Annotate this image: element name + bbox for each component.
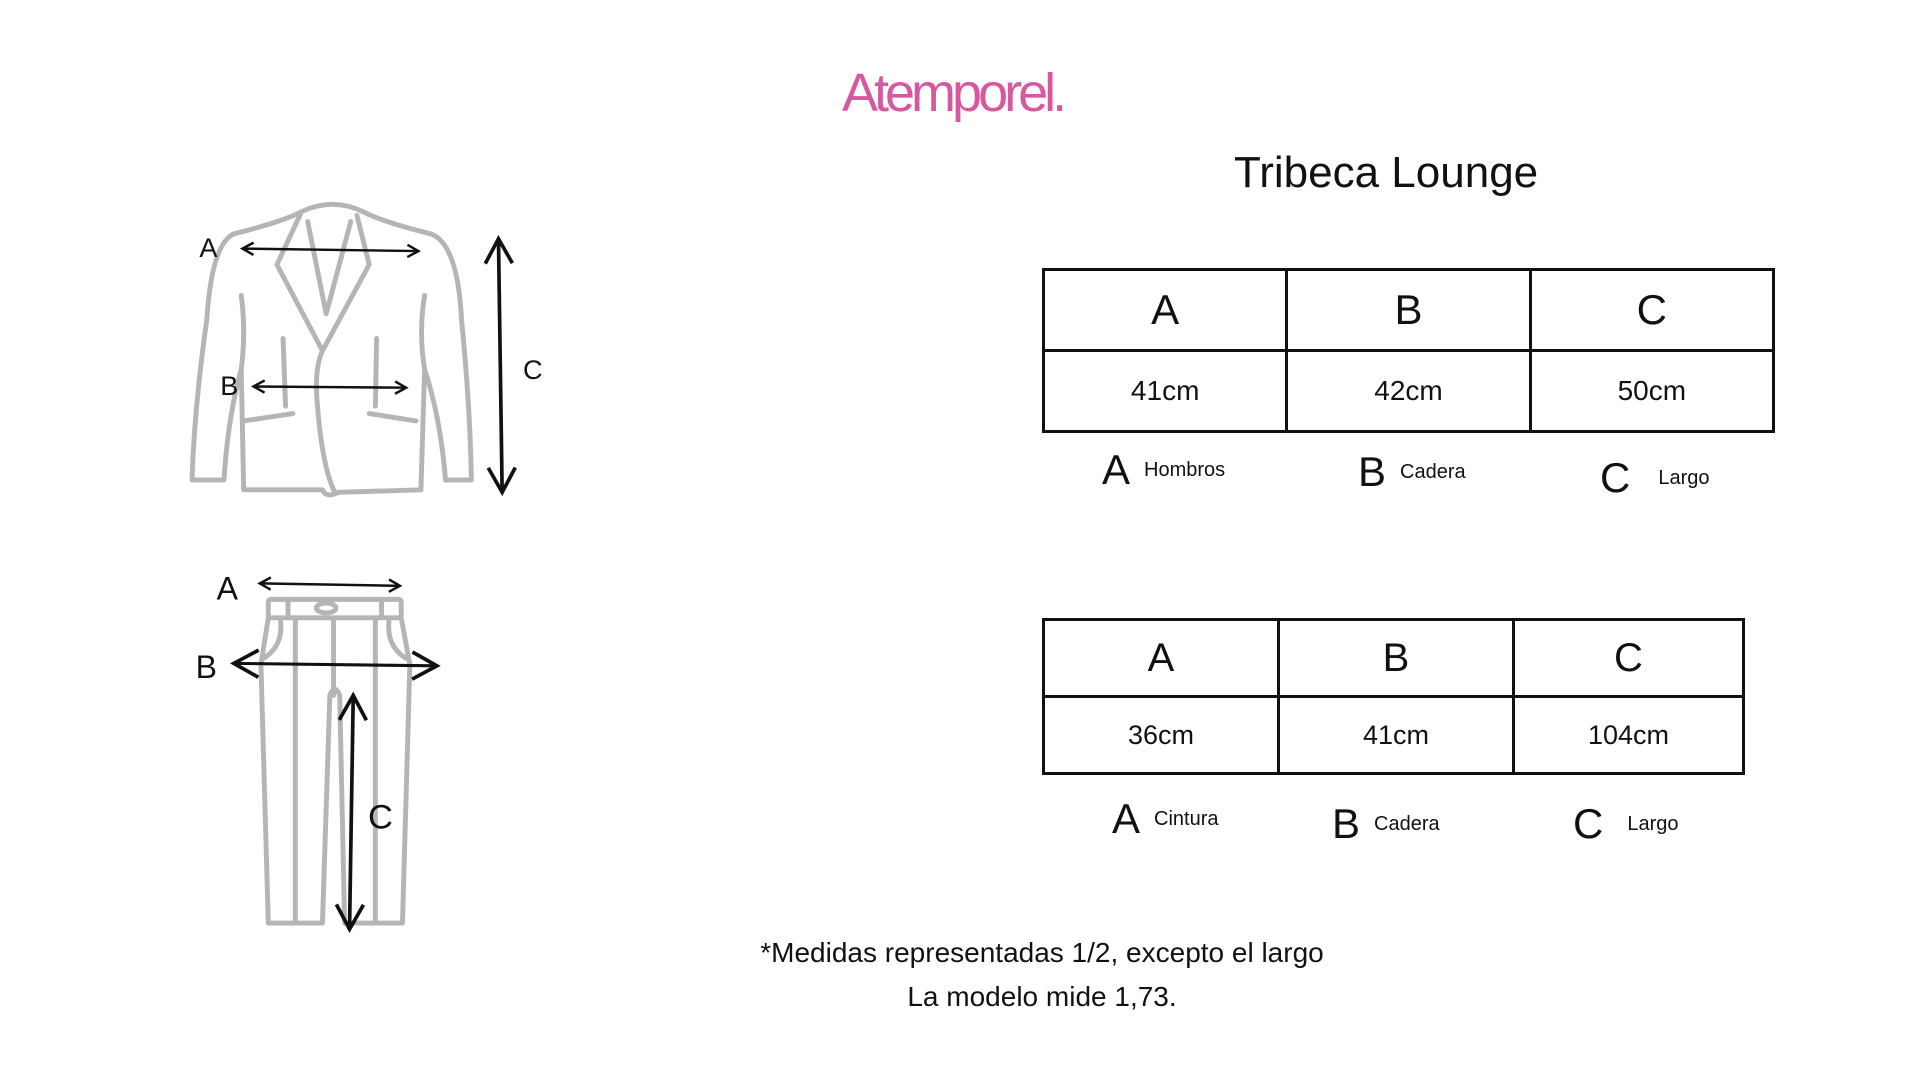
jacket-legend-c: C Largo: [1600, 454, 1710, 502]
jacket-illustration: [189, 201, 474, 498]
jacket-label-b: B: [220, 370, 238, 401]
legend-letter: C: [1600, 454, 1631, 501]
jacket-legend-a: A Hombros: [1102, 446, 1225, 494]
pants-header-a: A: [1042, 618, 1280, 698]
jacket-legend-b: B Cadera: [1358, 448, 1466, 496]
jacket-measure-arrows: [242, 234, 517, 497]
legend-letter: B: [1358, 448, 1387, 495]
pants-label-b: B: [196, 649, 217, 685]
pants-label-a: A: [217, 570, 239, 606]
legend-text: Largo: [1658, 466, 1710, 489]
legend-text: Largo: [1627, 812, 1679, 835]
jacket-header-a: A: [1041, 268, 1289, 352]
pants-value-b: 41cm: [1277, 695, 1515, 775]
jacket-label-c: C: [523, 354, 543, 385]
pants-header-c: C: [1512, 618, 1745, 698]
footer-model-height: La modelo mide 1,73.: [907, 981, 1177, 1012]
pants-value-a: 36cm: [1042, 695, 1280, 775]
jacket-value-a: 41cm: [1041, 349, 1289, 433]
legend-text: Cadera: [1400, 460, 1466, 483]
legend-text: Hombros: [1144, 458, 1226, 481]
jacket-header-b: B: [1285, 268, 1532, 352]
legend-letter: B: [1332, 800, 1361, 847]
product-title: Tribeca Lounge: [1234, 148, 1539, 197]
pants-label-c: C: [368, 798, 393, 836]
legend-text: Cadera: [1374, 812, 1440, 835]
jacket-value-c: 50cm: [1528, 349, 1776, 433]
legend-letter: C: [1573, 800, 1604, 847]
pants-measure-arrows: [230, 583, 441, 934]
jacket-header-c: C: [1528, 268, 1776, 352]
pants-legend-c: C Largo: [1573, 800, 1679, 848]
pants-header-b: B: [1277, 618, 1515, 698]
footer-note: *Medidas representadas 1/2, excepto el l…: [760, 937, 1324, 968]
jacket-label-a: A: [199, 232, 217, 263]
jacket-value-b: 42cm: [1285, 349, 1532, 433]
legend-text: Cintura: [1154, 807, 1219, 830]
legend-letter: A: [1112, 795, 1141, 842]
pants-illustration: [258, 596, 413, 926]
brand-logo: Atemporel.: [842, 63, 1067, 123]
pants-legend-b: B Cadera: [1332, 800, 1440, 848]
jacket-size-table: A B C 41cm 42cm 50cm: [1041, 268, 1776, 433]
pants-size-table: A B C 36cm 41cm 104cm: [1042, 618, 1745, 775]
pants-legend-a: A Cintura: [1112, 795, 1219, 843]
legend-letter: A: [1102, 446, 1131, 493]
pants-value-c: 104cm: [1512, 695, 1745, 775]
